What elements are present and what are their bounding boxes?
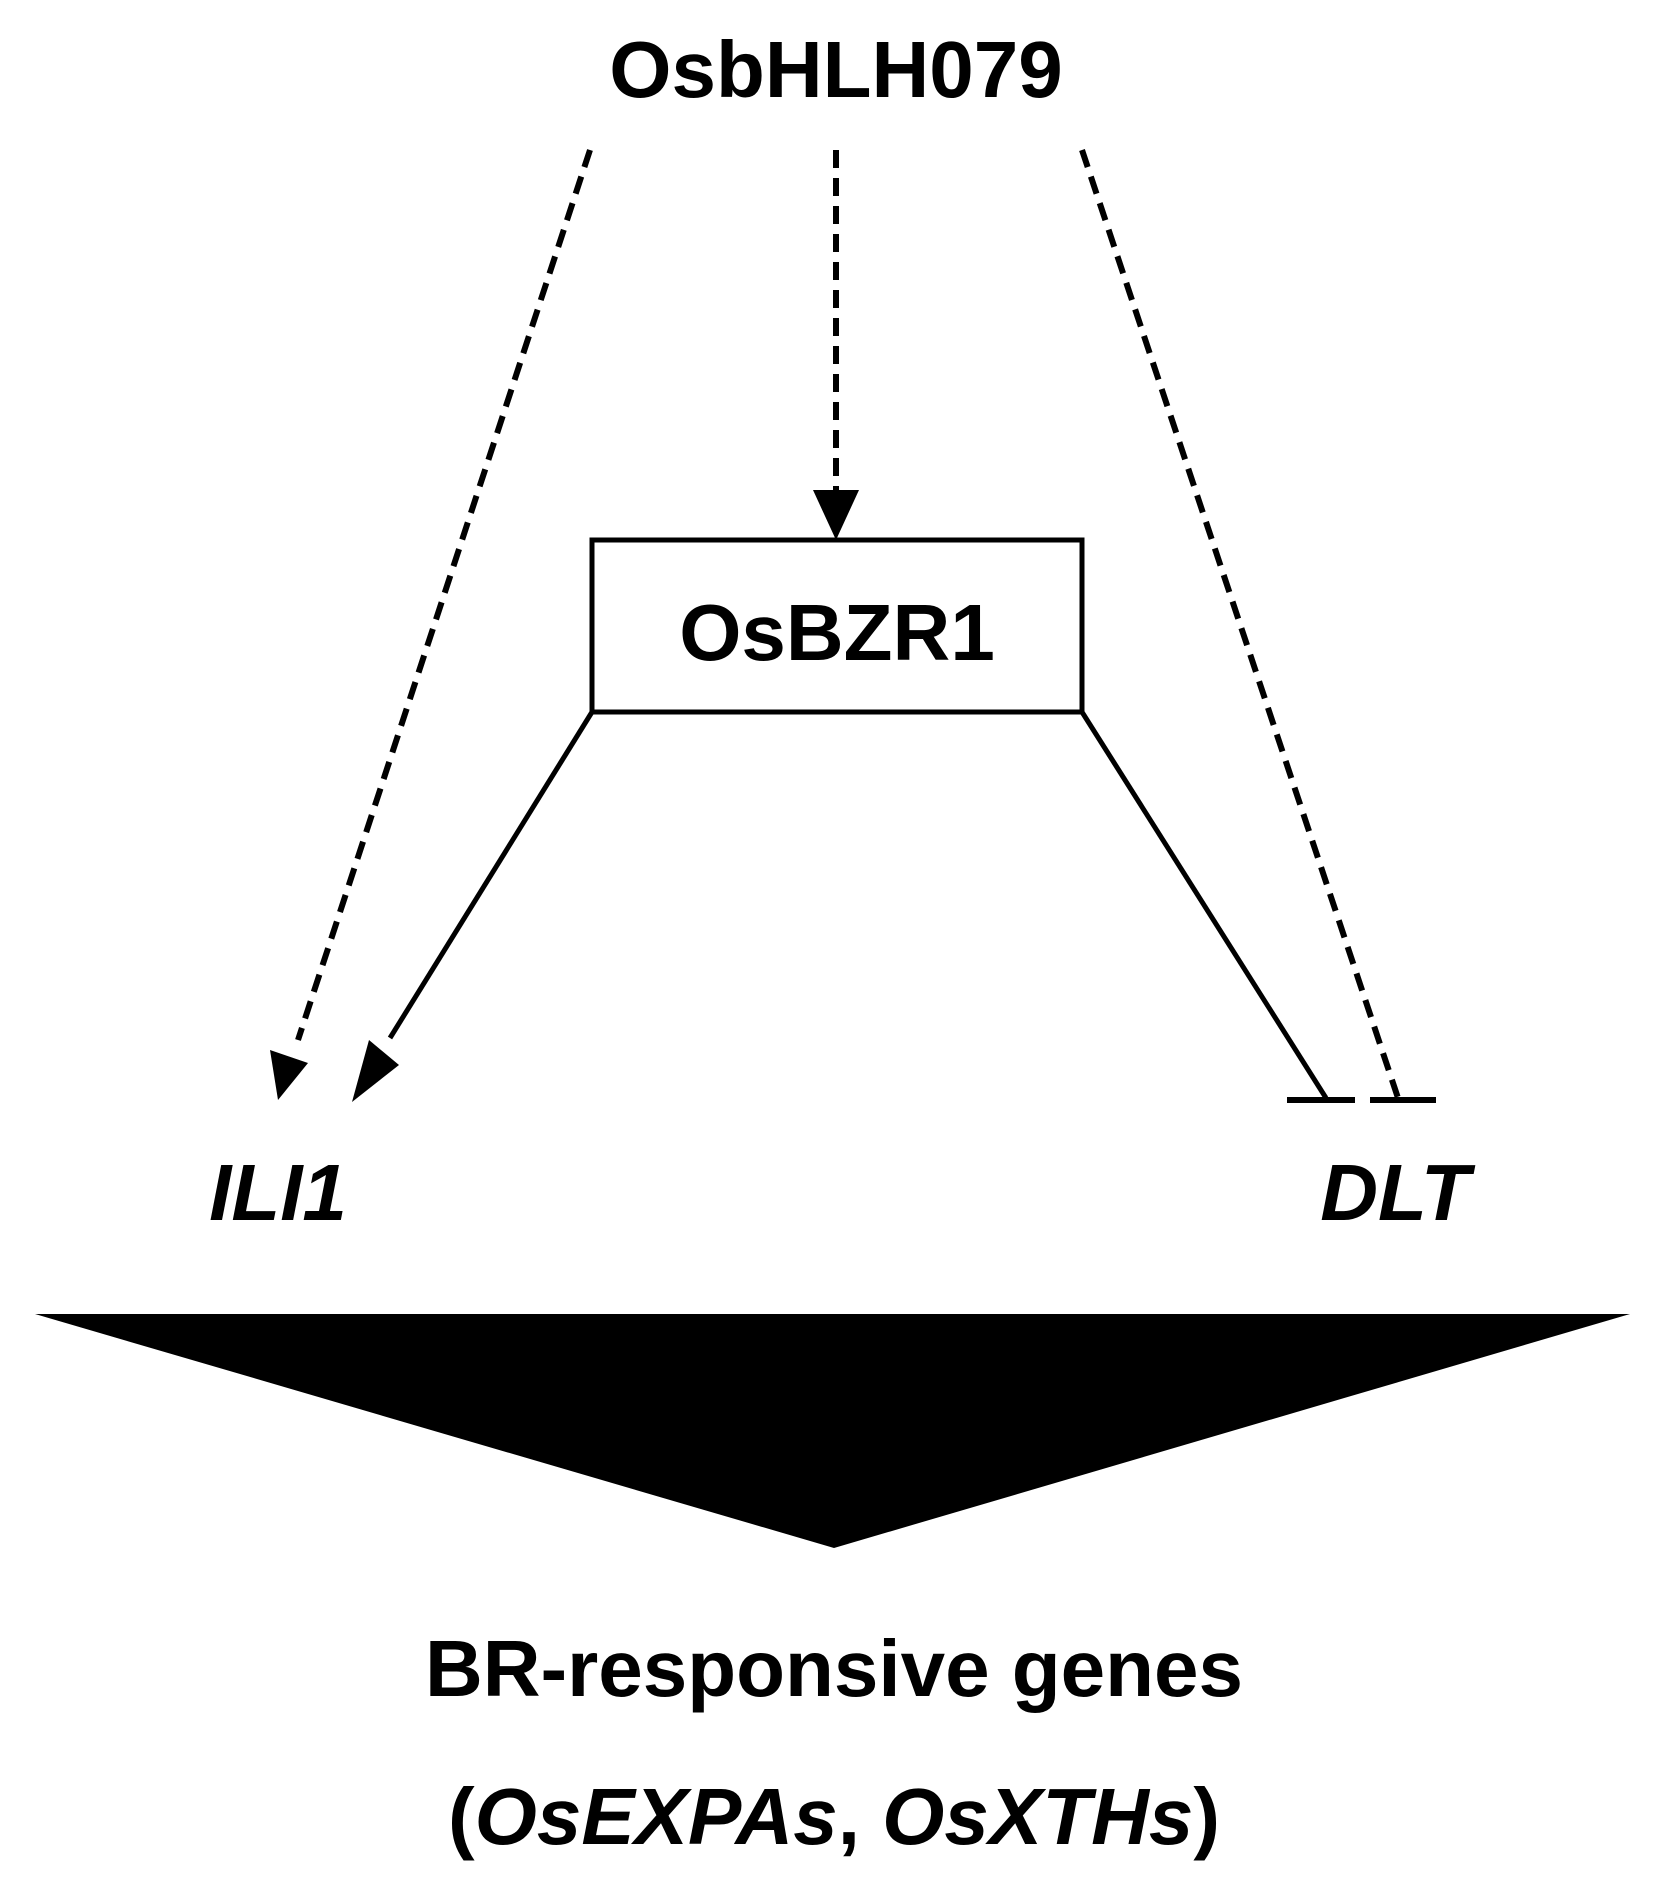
paren-close: ) <box>1193 1772 1220 1861</box>
solid-arrow-osbzr1-to-ili1 <box>387 710 595 1040</box>
arrowhead-dashed-osbzr1 <box>813 490 859 540</box>
funnel-arrow <box>35 1314 1630 1548</box>
node-osbzr1-box <box>589 537 1085 715</box>
node-osbzr1: OsBZR1 <box>679 588 995 677</box>
output-label-gene-families: (OsEXPAs, OsXTHs) <box>448 1772 1220 1861</box>
gene-osexpas: OsEXPAs <box>475 1772 838 1861</box>
solid-inhibit-osbzr1-to-dlt <box>1079 710 1329 1100</box>
dashed-inhibit-osbhlh079-to-dlt <box>1079 149 1401 1099</box>
dashed-arrow-osbhlh079-to-ili1 <box>295 149 593 1041</box>
arrowhead-solid-ili1 <box>352 1040 399 1102</box>
arrowhead-dashed-ili1 <box>270 1050 308 1100</box>
gene-osxths: OsXTHs <box>882 1772 1193 1861</box>
output-label-br-responsive-genes: BR-responsive genes <box>425 1624 1243 1713</box>
separator: , <box>838 1772 882 1861</box>
node-dlt: DLT <box>1320 1148 1476 1237</box>
paren-open: ( <box>448 1772 475 1861</box>
node-osbhlh079: OsbHLH079 <box>609 25 1062 114</box>
node-ili1: ILI1 <box>209 1148 347 1237</box>
